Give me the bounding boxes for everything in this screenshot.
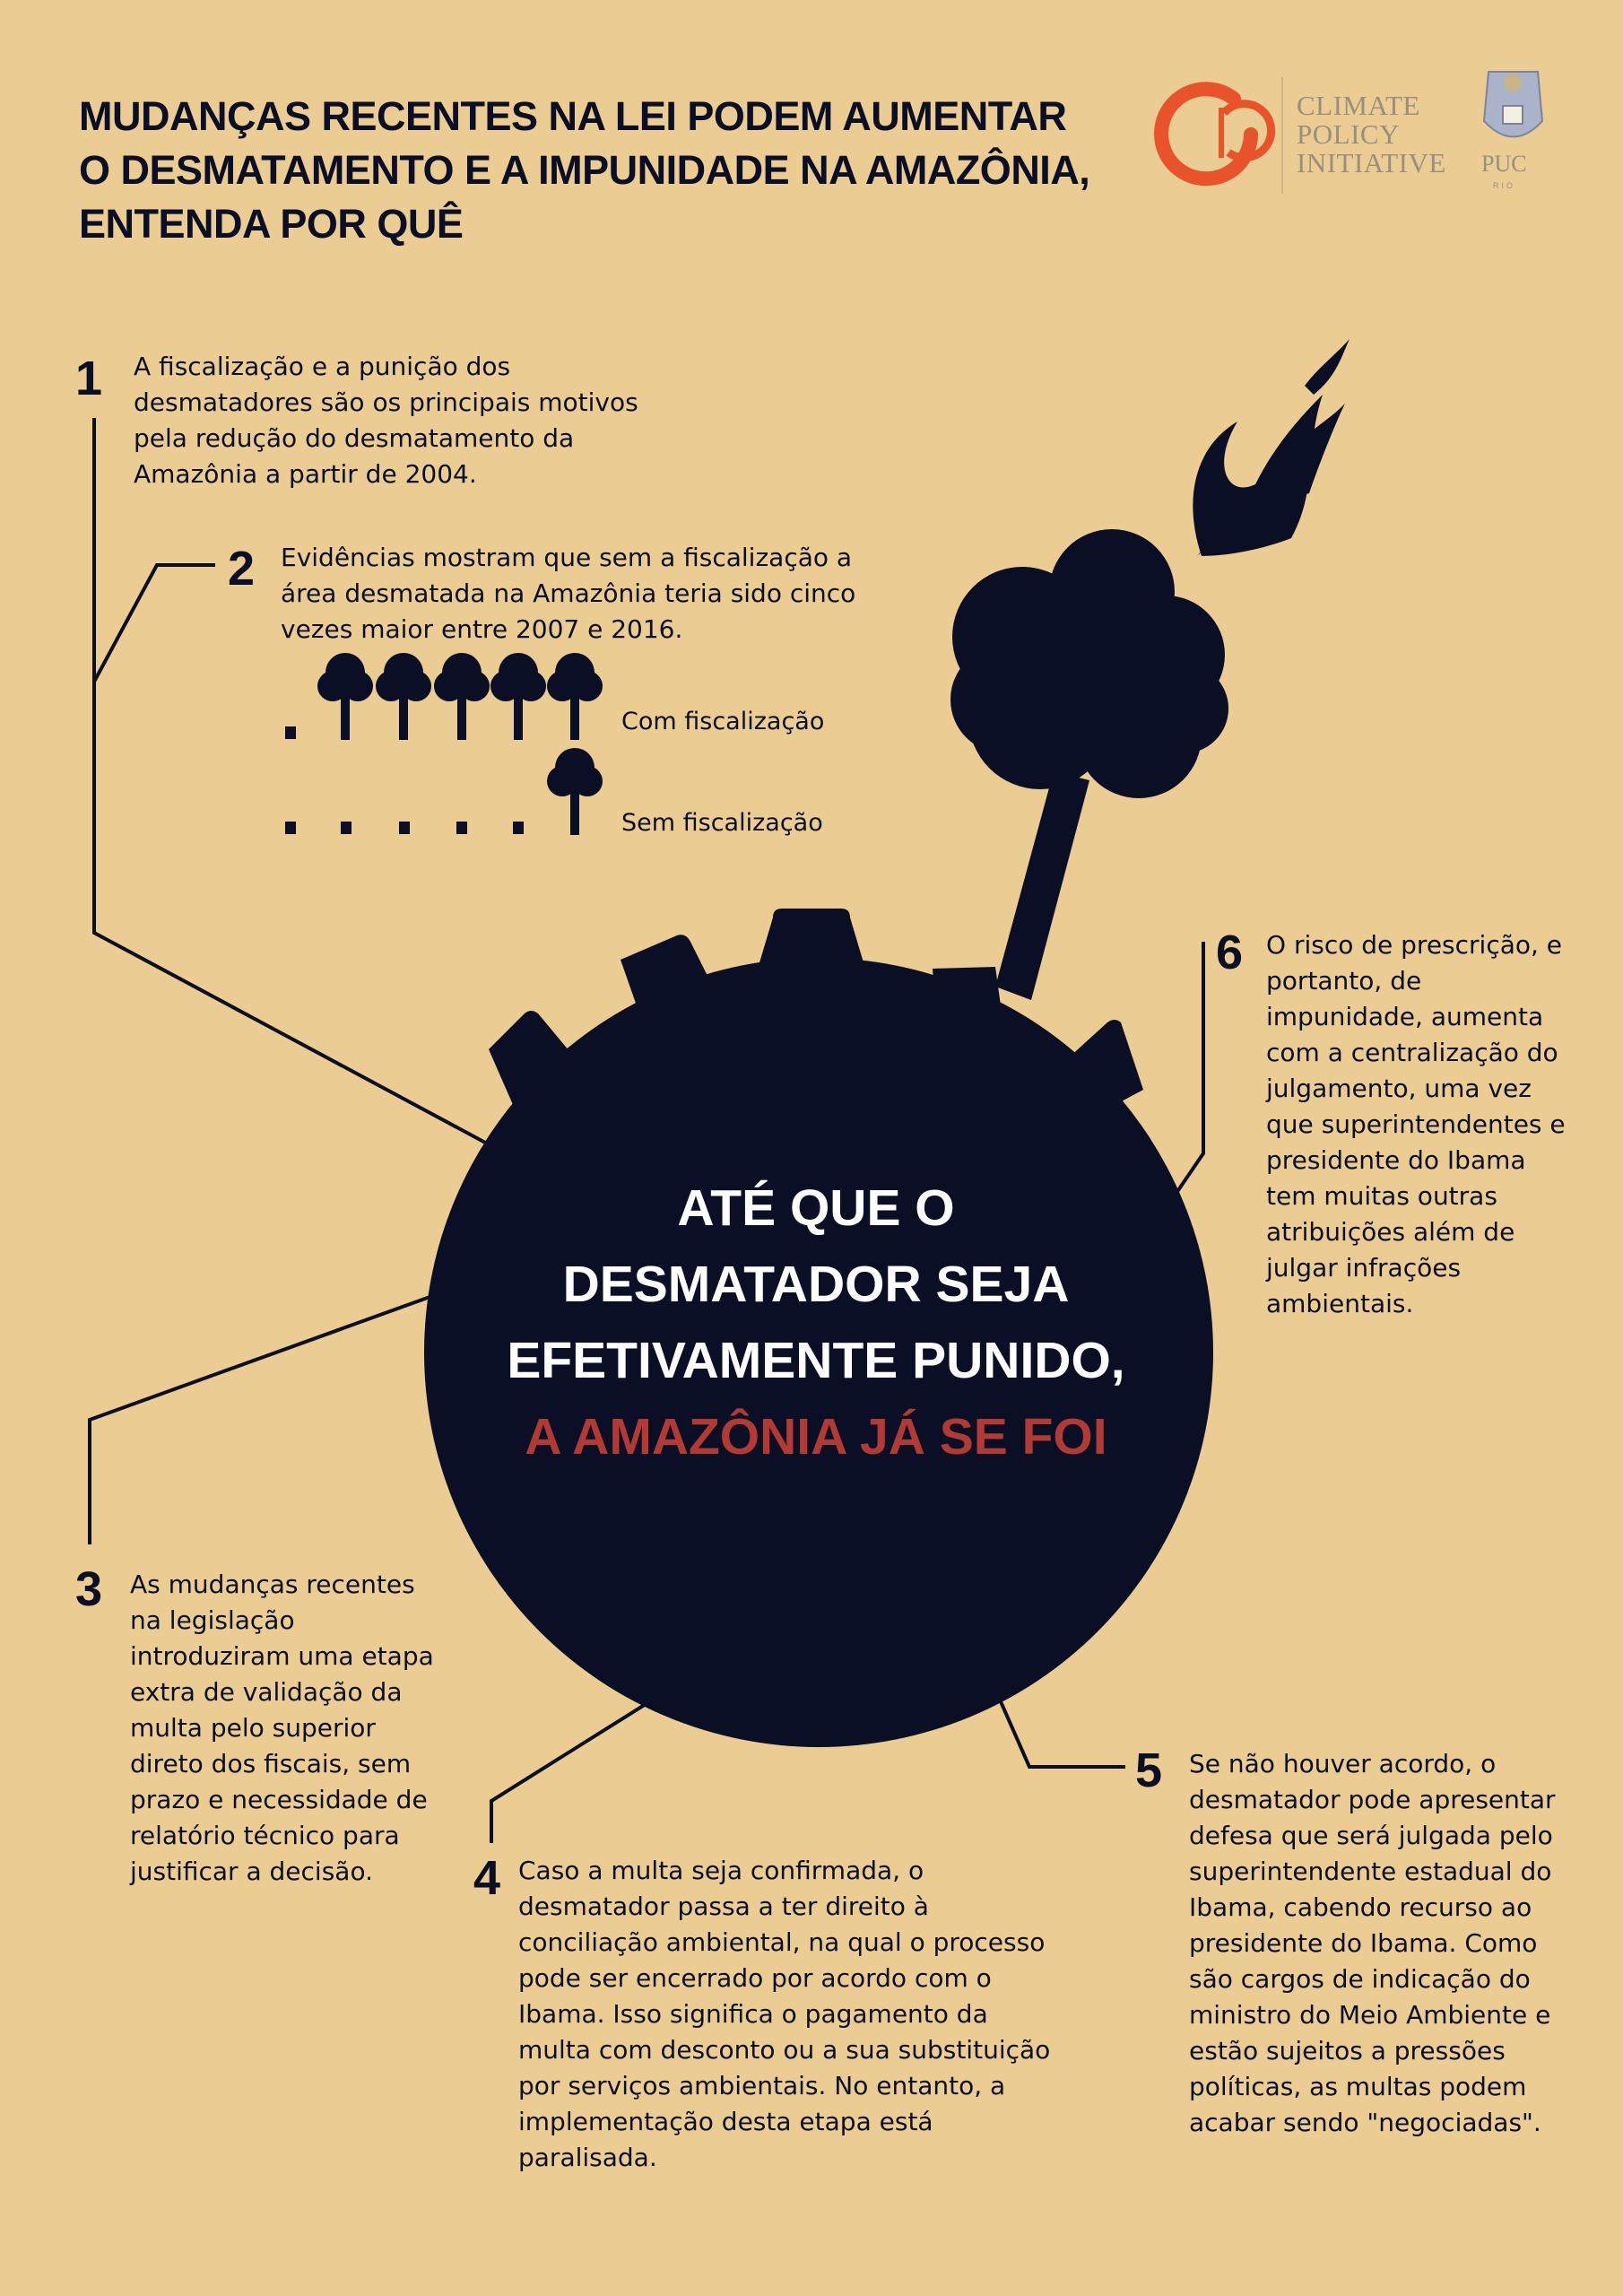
tree-icon	[490, 653, 546, 740]
stump	[399, 822, 410, 834]
connector-line-3	[88, 1293, 436, 1544]
trees-with-fiscalizacao	[285, 653, 603, 740]
page-title: MUDANÇAS RECENTES NA LEI PODEM AUMENTAR …	[79, 93, 1090, 247]
stump	[285, 726, 296, 739]
bomb-line-3: EFETIVAMENTE PUNIDO,	[507, 1332, 1125, 1389]
connector-line-5	[998, 1699, 1125, 1769]
cpi-logo-icon	[1154, 82, 1276, 187]
tree-icon	[434, 653, 490, 740]
item-4-text: Caso a multa seja confirmada, o desmatad…	[518, 1856, 1051, 2172]
bomb-cog-left	[621, 935, 717, 1031]
trees-without-label: Sem fiscalização	[621, 809, 823, 837]
puc-seal-icon	[1482, 71, 1544, 138]
bomb-message: ATÉ QUE O DESMATADOR SEJA EFETIVAMENTE P…	[421, 1170, 1211, 1475]
trees-sem-fiscalizacao	[285, 748, 603, 835]
bomb-body	[424, 958, 1213, 1747]
tree-fuse	[950, 529, 1228, 1000]
item-3-number: 3	[75, 1562, 103, 1616]
cpi-line-2: POLICY	[1297, 118, 1400, 150]
connector-line-4	[490, 1700, 652, 1843]
item-5-text: Se não houver acordo, o desmatador pode …	[1189, 1749, 1556, 2137]
flame-icon	[1193, 339, 1350, 556]
bomb-line-4: A AMAZÔNIA JÁ SE FOI	[525, 1408, 1107, 1465]
item-4-number: 4	[473, 1851, 501, 1905]
bomb-cog-far-left	[489, 1011, 583, 1121]
item-2-number: 2	[228, 542, 256, 596]
connector-line-6	[1175, 942, 1205, 1195]
item-3-text: As mudanças recentes na legislação intro…	[130, 1570, 434, 1886]
trees-with-label: Com fiscalização	[621, 708, 825, 735]
bomb-line-2: DESMATADOR SEJA	[562, 1256, 1070, 1313]
cpi-line-3: INITIATIVE	[1297, 147, 1446, 178]
tree-trunk	[995, 771, 1089, 1000]
puc-logo-subtext: RIO	[1493, 181, 1516, 190]
stump	[341, 822, 352, 834]
tree-icon	[376, 653, 431, 740]
stump	[285, 822, 296, 834]
cpi-line-1: CLIMATE	[1297, 90, 1420, 121]
bomb	[424, 909, 1213, 1747]
item-1-text: A fiscalização e a punição dos desmatado…	[134, 352, 638, 489]
connector-line-1	[92, 418, 490, 1146]
tree-icon	[547, 653, 603, 740]
tree-icon	[547, 748, 603, 835]
item-2-text: Evidências mostram que sem a fiscalizaçã…	[281, 543, 856, 644]
tree-icon	[317, 653, 373, 740]
cpi-logo-text: CLIMATE POLICY INITIATIVE	[1297, 91, 1446, 178]
connector-lines	[88, 418, 1205, 1843]
logo-divider	[1281, 77, 1283, 194]
bomb-cog-far-right	[1058, 1020, 1143, 1121]
item-1-number: 1	[75, 352, 103, 405]
puc-logo-text: PUC	[1481, 151, 1527, 177]
item-6-text: O risco de prescrição, e portanto, de im…	[1266, 930, 1566, 1318]
bomb-cog-center	[755, 909, 868, 978]
item-5-number: 5	[1135, 1744, 1163, 1797]
bomb-line-1: ATÉ QUE O	[677, 1179, 955, 1237]
stump	[513, 822, 524, 834]
connector-line-2	[92, 563, 215, 683]
bomb-cog-right	[933, 967, 1004, 1031]
stump	[456, 822, 467, 834]
item-6-number: 6	[1216, 926, 1244, 979]
